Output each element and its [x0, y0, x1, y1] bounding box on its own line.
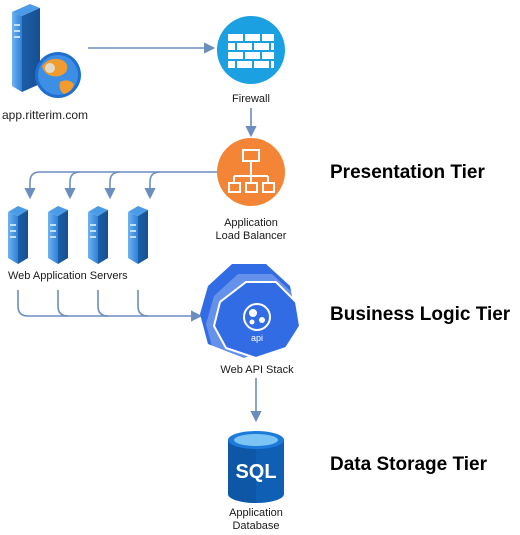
api-stack-label: Web API Stack: [220, 364, 294, 376]
firewall-label: Firewall: [232, 93, 270, 105]
database-label-line1: Application: [229, 507, 283, 519]
connector-servers-to-api: [17, 290, 203, 322]
server-tower-icon: [8, 206, 148, 264]
connector-lb-to-server-1: [24, 171, 218, 200]
connector-server-3-drop: [97, 290, 109, 317]
connector-server-2-drop: [57, 290, 69, 317]
load-balancer-label-line1: Application: [224, 217, 278, 229]
load-balancer-label: Application Load Balancer: [201, 217, 301, 243]
connector-lb-to-server-2: [64, 171, 81, 200]
web-server-globe-icon: [12, 4, 81, 98]
api-badge-text: api: [251, 333, 263, 343]
hierarchy-icon: [217, 138, 285, 206]
client-domain-label: app.ritterim.com: [2, 108, 89, 122]
presentation-tier-label: Presentation Tier: [330, 162, 485, 183]
firewall-brick-icon: [217, 16, 285, 84]
sql-database-icon: [228, 431, 284, 503]
sql-badge-text: SQL: [235, 461, 276, 483]
kubernetes-api-icon: [200, 264, 302, 368]
database-label-line2: Database: [232, 520, 280, 532]
database-label: Application Database: [206, 507, 306, 533]
load-balancer-label-line2: Load Balancer: [215, 230, 287, 242]
connector-lb-to-server-4: [144, 171, 161, 200]
data-storage-tier-label: Data Storage Tier: [330, 454, 487, 475]
connectors: [17, 42, 262, 423]
web-servers-label: Web Application Servers: [8, 270, 128, 282]
business-logic-tier-label: Business Logic Tier: [330, 304, 511, 325]
connector-lb-to-server-3: [104, 171, 121, 200]
connector-server-4-drop: [137, 290, 149, 317]
